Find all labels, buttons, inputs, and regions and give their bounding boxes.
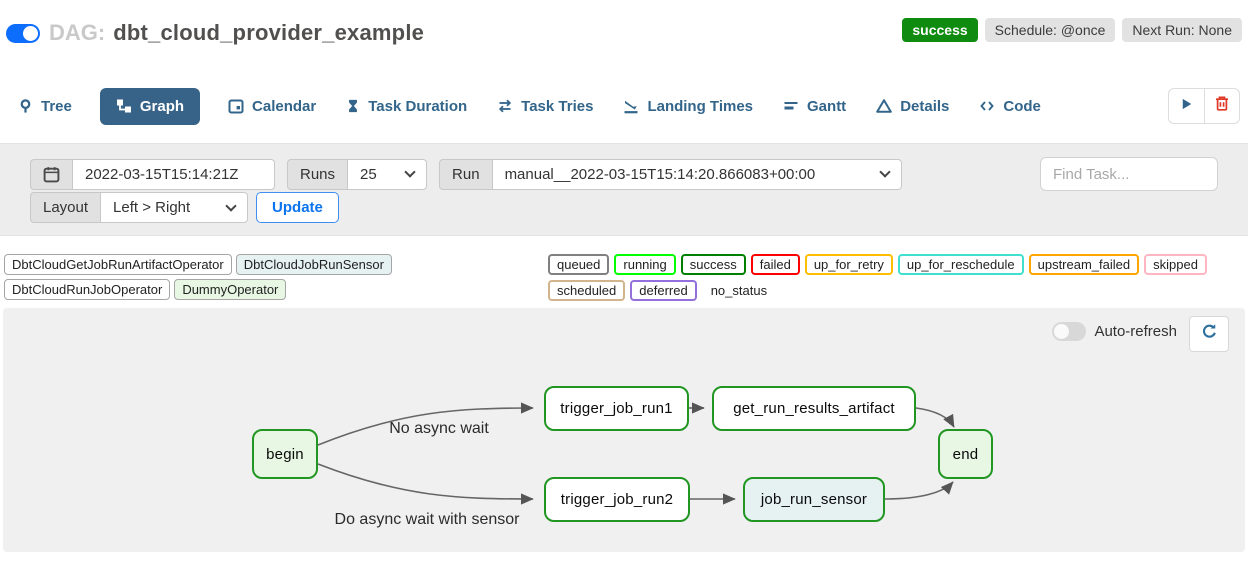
operator-badge: DummyOperator	[174, 279, 287, 300]
task-node-job-run-sensor[interactable]: job_run_sensor	[743, 477, 885, 522]
run-group: Run manual__2022-03-15T15:14:20.866083+0…	[439, 158, 902, 190]
operator-badge: DbtCloudRunJobOperator	[4, 279, 171, 300]
task-node-get-run-results-artifact[interactable]: get_run_results_artifact	[712, 386, 916, 431]
filter-bar: Runs 25 Run manual__2022-03-15T15:14:20.…	[0, 143, 1248, 236]
toggle-knob	[23, 25, 38, 41]
plane-landing-icon	[623, 98, 639, 114]
task-node-trigger-job-run2[interactable]: trigger_job_run2	[544, 477, 690, 522]
operator-legend: DbtCloudGetJobRunArtifactOperator DbtClo…	[4, 254, 552, 300]
refresh-button[interactable]	[1189, 316, 1229, 352]
status-legend-badge: up_for_retry	[804, 254, 893, 275]
base-date-group	[30, 158, 275, 190]
graph-icon	[116, 98, 132, 114]
runs-group: Runs 25	[287, 158, 428, 190]
base-date-input[interactable]	[72, 158, 275, 190]
view-tabs: Tree Graph Calendar Task Duration Task T…	[16, 86, 1043, 126]
find-task-input[interactable]	[1040, 157, 1218, 191]
status-badge[interactable]: success	[902, 18, 978, 42]
chevron-down-icon	[404, 166, 416, 178]
dag-header: DAG: dbt_cloud_provider_example success …	[6, 14, 1242, 52]
repeat-icon	[497, 98, 513, 114]
runs-label: Runs	[287, 158, 349, 190]
code-icon	[979, 98, 995, 114]
legend: DbtCloudGetJobRunArtifactOperator DbtClo…	[4, 254, 1244, 301]
schedule-badge: Schedule: @once	[984, 18, 1116, 42]
runs-select[interactable]: 25	[347, 158, 428, 190]
status-legend-badge: failed	[750, 254, 800, 275]
status-legend-badge: queued	[548, 254, 610, 275]
dag-pause-toggle[interactable]	[6, 23, 40, 43]
auto-refresh-label: Auto-refresh	[1094, 323, 1177, 340]
refresh-icon	[1201, 323, 1218, 345]
trash-icon	[1214, 95, 1230, 117]
header-badges: success Schedule: @once Next Run: None	[902, 18, 1242, 42]
update-button[interactable]: Update	[256, 192, 339, 223]
tab-task-tries[interactable]: Task Tries	[495, 88, 595, 125]
auto-refresh-control: Auto-refresh	[1052, 322, 1177, 341]
delete-dag-button[interactable]	[1204, 88, 1240, 124]
tab-graph[interactable]: Graph	[99, 87, 201, 125]
dag-actions	[1168, 88, 1240, 124]
status-legend-badge: scheduled	[548, 280, 626, 301]
status-legend-badge: upstream_failed	[1028, 254, 1140, 275]
run-select[interactable]: manual__2022-03-15T15:14:20.866083+00:00	[491, 158, 902, 190]
tab-landing-times[interactable]: Landing Times	[621, 88, 755, 125]
chevron-down-icon	[878, 166, 891, 178]
page-title: dbt_cloud_provider_example	[113, 20, 425, 45]
status-legend-badge: up_for_reschedule	[897, 254, 1024, 275]
next-run-badge: Next Run: None	[1122, 18, 1242, 42]
status-legend-badge: deferred	[630, 280, 697, 301]
status-legend-badge: success	[680, 254, 746, 275]
task-node-end[interactable]: end	[938, 429, 993, 479]
triangle-icon	[876, 98, 892, 114]
gantt-icon	[783, 98, 799, 114]
layout-select[interactable]: Left > Right	[100, 192, 249, 223]
status-legend-badge: no_status	[710, 283, 768, 298]
tab-task-duration[interactable]: Task Duration	[344, 88, 469, 125]
layout-group: Layout Left > Right	[30, 192, 249, 223]
auto-refresh-toggle[interactable]	[1052, 322, 1087, 341]
status-legend: queued running success failed up_for_ret…	[548, 254, 1240, 301]
task-node-trigger-job-run1[interactable]: trigger_job_run1	[544, 386, 689, 431]
operator-badge: DbtCloudGetJobRunArtifactOperator	[4, 254, 232, 275]
edge-label-do-async-wait: Do async wait with sensor	[334, 511, 520, 528]
tab-calendar[interactable]: Calendar	[226, 88, 318, 125]
dag-edges	[317, 402, 955, 505]
tab-gantt[interactable]: Gantt	[781, 88, 848, 125]
graph-panel: Auto-refresh begin trigger_job_run1 get_…	[3, 308, 1245, 552]
chevron-down-icon	[225, 199, 237, 212]
tab-tree[interactable]: Tree	[16, 88, 74, 125]
calendar-icon	[228, 98, 244, 114]
operator-badge: DbtCloudJobRunSensor	[235, 254, 392, 275]
tab-code[interactable]: Code	[977, 88, 1043, 125]
tab-details[interactable]: Details	[874, 88, 951, 125]
calendar-addon	[30, 158, 73, 190]
tree-icon	[18, 98, 33, 114]
status-legend-badge: skipped	[1144, 254, 1207, 275]
toggle-knob	[1054, 324, 1070, 339]
play-icon	[1179, 96, 1194, 117]
trigger-dag-button[interactable]	[1168, 88, 1204, 124]
dag-prefix-label: DAG:	[49, 20, 106, 45]
status-legend-badge: running	[614, 254, 676, 275]
hourglass-icon	[346, 98, 360, 114]
task-node-begin[interactable]: begin	[252, 429, 318, 479]
edge-label-no-async-wait: No async wait	[389, 420, 489, 437]
layout-label: Layout	[30, 192, 102, 223]
run-label: Run	[439, 158, 493, 190]
